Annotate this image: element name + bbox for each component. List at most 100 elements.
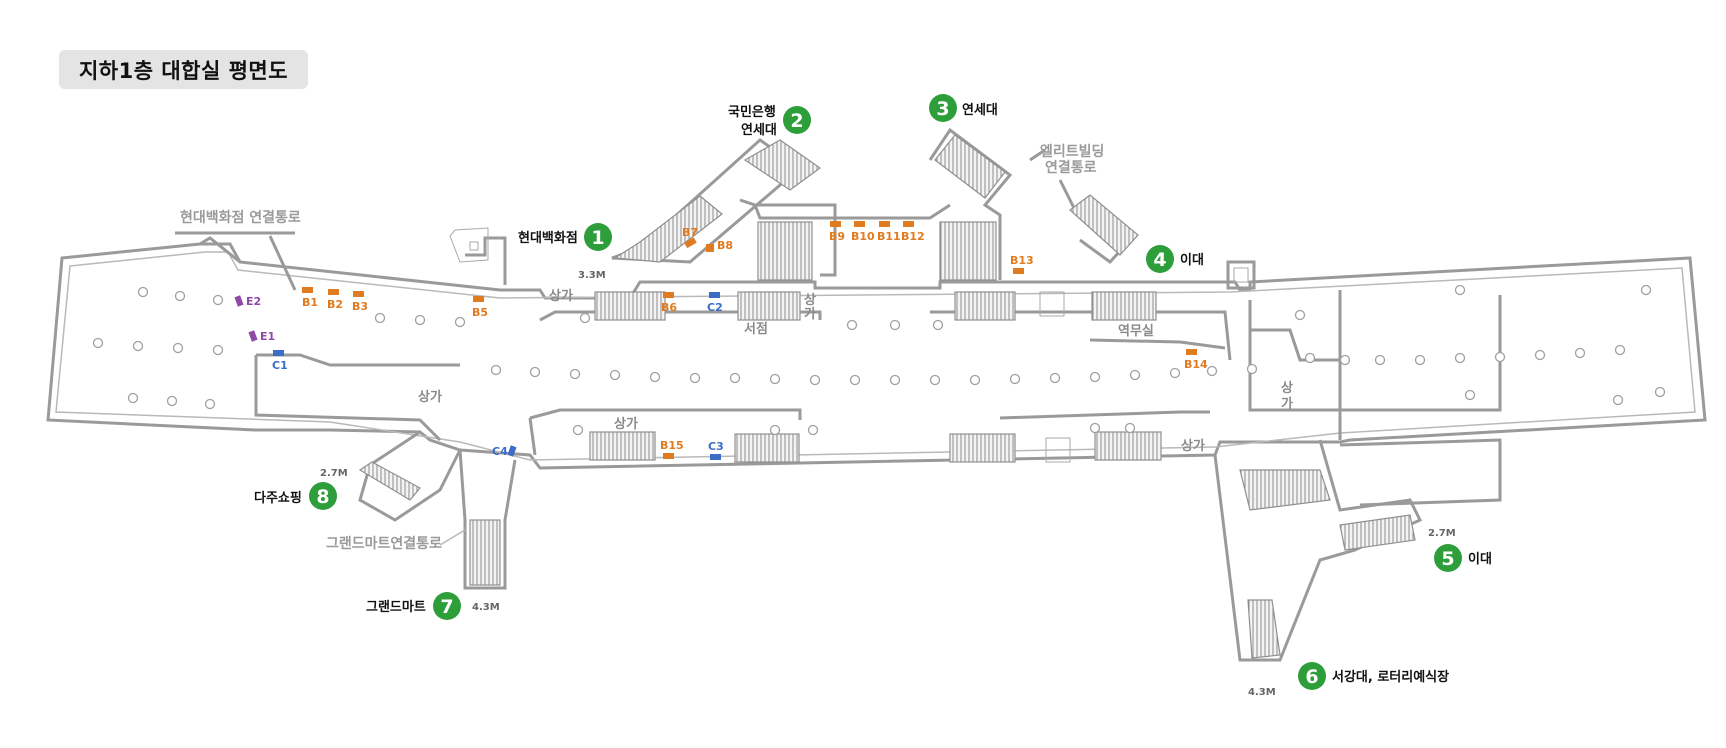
exit-7-icon [433, 592, 461, 620]
stairs-exit-3 [934, 134, 1006, 199]
svg-text:B1: B1 [302, 296, 318, 309]
elevation-label: 4.3M [1248, 687, 1276, 698]
stairs-exit-5 [1339, 514, 1416, 551]
concourse-outline [46, 242, 1707, 470]
stairs-c3 [734, 433, 800, 463]
column [1534, 349, 1546, 361]
shop-label-right-top: 상 [1281, 381, 1293, 396]
column [579, 312, 591, 324]
column [212, 344, 224, 356]
facility-c2: C2 [707, 292, 723, 314]
exit-5-label: 이대 [1468, 551, 1492, 567]
exit-3-label: 연세대 [962, 103, 998, 118]
exit-2-marker: 국민은행 연세대 2 [728, 104, 811, 138]
svg-text:B13: B13 [1010, 254, 1034, 267]
svg-text:B9: B9 [829, 230, 845, 243]
shop-label-lower: 상가 [614, 417, 638, 432]
column [529, 366, 541, 378]
columns [92, 284, 1666, 436]
column [1124, 422, 1136, 434]
exit-1-number: 1 [591, 227, 604, 249]
column [569, 368, 581, 380]
facility-b7: B7 [682, 226, 698, 249]
exit-8-label: 다주쇼핑 [254, 490, 302, 506]
svg-text:B8: B8 [717, 239, 733, 252]
elite-building-label: 엘리트빌딩 [1040, 143, 1104, 160]
facility-b2: B2 [327, 289, 343, 311]
shop-label-left: 상가 [418, 390, 442, 405]
facility-c3: C3 [708, 440, 724, 460]
elevation-label: 2.7M [1428, 528, 1456, 539]
shop-label-upper: 상가 [549, 289, 573, 304]
column [1049, 372, 1061, 384]
stairs-b15 [589, 431, 656, 461]
column [1414, 354, 1426, 366]
hyundai-connection-label: 현대백화점 연결통로 [180, 209, 301, 226]
column [1246, 363, 1258, 375]
exit-8-number: 8 [316, 486, 329, 508]
svg-text:C1: C1 [272, 359, 288, 372]
column [1574, 347, 1586, 359]
station-office-label: 역무실 [1118, 323, 1154, 339]
svg-text:B2: B2 [327, 298, 343, 311]
column [127, 392, 139, 404]
concourse-inner-outline [55, 251, 1696, 461]
exit-6-number: 6 [1305, 666, 1318, 688]
facility-b15: B15 [660, 439, 684, 459]
svg-text:B12: B12 [901, 230, 925, 243]
facility-b12: B12 [901, 221, 925, 243]
stairs-exit-6 [1247, 599, 1281, 659]
exit-4-label: 이대 [1180, 252, 1204, 268]
svg-text:C4: C4 [492, 445, 508, 458]
svg-text:C3: C3 [708, 440, 724, 453]
exit-2-label-line2: 연세대 [741, 123, 777, 138]
stairs-exit-8 [358, 461, 421, 501]
column [212, 294, 224, 306]
stairs-center-left-lower [954, 291, 1016, 321]
escalator-exit-7 [469, 519, 501, 586]
svg-text:B6: B6 [661, 301, 677, 314]
column [490, 364, 502, 376]
facility-b10: B10 [851, 221, 875, 243]
column [932, 319, 944, 331]
facility-b11: B11 [877, 221, 901, 243]
column [649, 371, 661, 383]
exit-5-icon [1434, 544, 1462, 572]
svg-text:B5: B5 [472, 306, 488, 319]
column [132, 340, 144, 352]
elevation-label: 4.3M [472, 602, 500, 613]
column [374, 312, 386, 324]
shop-label-vertical-bottom: 가 [804, 307, 816, 322]
svg-text:E2: E2 [246, 295, 261, 308]
column [1654, 386, 1666, 398]
column [172, 342, 184, 354]
svg-text:B10: B10 [851, 230, 875, 243]
exit-2-icon [783, 106, 811, 134]
column [889, 374, 901, 386]
stairs-lower-center [949, 433, 1016, 463]
column [174, 290, 186, 302]
exit-1-marker: 현대백화점 1 [518, 223, 612, 251]
column [1612, 394, 1624, 406]
stairs-center-right [939, 221, 997, 281]
elevation-label: 3.3M [578, 270, 606, 281]
column [1129, 369, 1141, 381]
exit-5-marker: 5 이대 [1434, 544, 1492, 572]
column [807, 424, 819, 436]
facility-c4: C4 [492, 445, 517, 458]
column [846, 319, 858, 331]
column [1494, 351, 1506, 363]
svg-text:B15: B15 [660, 439, 684, 452]
stairs-exit-4 [1069, 194, 1139, 256]
column [929, 374, 941, 386]
column [204, 398, 216, 410]
shop-label-vertical-top: 상 [804, 293, 816, 308]
column [769, 373, 781, 385]
column [1089, 422, 1101, 434]
exit-3-icon [929, 94, 957, 122]
exit-1-icon [584, 223, 612, 251]
stairs-exit-5-upper [1239, 469, 1331, 511]
stairs-lower-right [1094, 431, 1162, 461]
exit-1-label: 현대백화점 [518, 230, 578, 246]
